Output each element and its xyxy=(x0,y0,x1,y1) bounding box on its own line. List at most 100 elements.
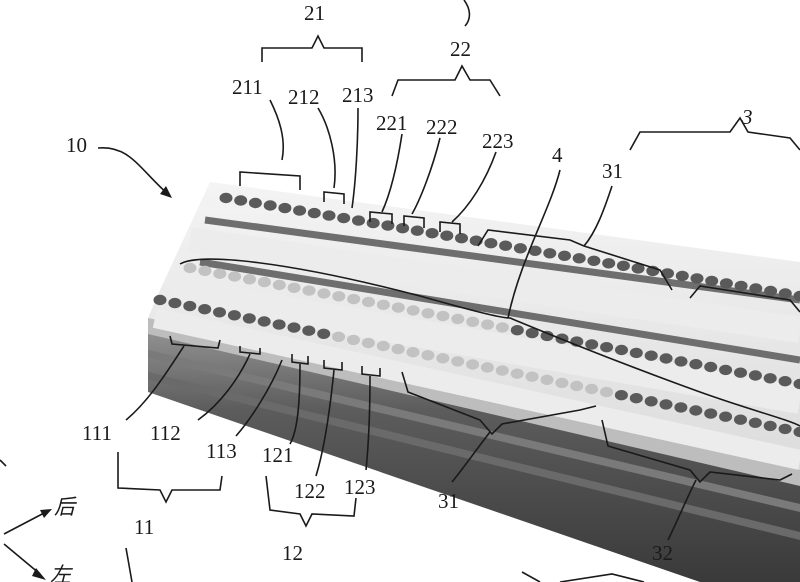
dot-row-c xyxy=(213,307,226,318)
dot-row-c xyxy=(421,350,435,361)
brace-bottom-right xyxy=(559,573,645,582)
bracket-212 xyxy=(323,191,345,204)
bracket-122 xyxy=(323,360,343,371)
leader-4 xyxy=(507,169,561,319)
dot-row-c xyxy=(466,359,480,370)
dot-row-a xyxy=(675,270,689,282)
dot-row-c xyxy=(555,377,569,389)
leader-122 xyxy=(315,369,335,477)
dot-row-c xyxy=(763,420,777,432)
dot-row-a xyxy=(307,207,321,219)
axis-left-line xyxy=(3,543,41,575)
board-front-face xyxy=(148,318,800,582)
dot-row-c xyxy=(525,371,539,382)
dot-row-c xyxy=(570,380,584,392)
dot-row-b xyxy=(406,305,420,316)
label-221: 221 xyxy=(376,111,408,135)
label-12: 12 xyxy=(282,541,303,565)
dot-row-b xyxy=(257,276,271,288)
dot-row-b xyxy=(347,293,361,305)
dot-row-c xyxy=(600,386,613,398)
dot-row-b xyxy=(481,319,495,330)
board-band-2 xyxy=(148,372,800,540)
dot-row-c xyxy=(257,316,271,327)
dot-row-b xyxy=(644,350,658,361)
dot-row-c xyxy=(317,328,331,339)
label-121: 121 xyxy=(262,443,294,467)
dot-row-b xyxy=(719,364,733,376)
bracket-223 xyxy=(439,221,461,234)
dot-row-b xyxy=(615,344,628,356)
dot-row-c xyxy=(242,313,256,324)
dot-row-a xyxy=(764,285,778,297)
dot-row-a xyxy=(381,220,395,231)
leader-211 xyxy=(269,99,285,161)
brace-32 xyxy=(601,419,793,484)
dot-row-a xyxy=(587,255,601,266)
axis-label-left: 左 xyxy=(50,563,73,582)
dot-row-a xyxy=(572,253,586,264)
dot-row-b xyxy=(674,356,688,367)
dot-row-b xyxy=(466,316,480,327)
labels: 10 21 211 212 213 22 221 222 223 3 31 4 … xyxy=(50,1,753,582)
dot-row-c xyxy=(302,325,316,336)
dot-row-c xyxy=(719,411,733,422)
dot-row-a xyxy=(293,205,307,216)
dot-row-a xyxy=(248,197,262,209)
leader-223 xyxy=(451,151,497,223)
dot-row-b xyxy=(272,279,286,291)
dot-row-a xyxy=(352,215,365,226)
dot-row-b xyxy=(287,282,301,293)
dot-row-a xyxy=(396,223,410,234)
dot-row-a xyxy=(278,202,292,214)
leader-32 xyxy=(667,479,697,541)
dot-row-a xyxy=(440,230,454,241)
dot-row-a xyxy=(337,212,351,224)
dot-row-a xyxy=(749,283,763,294)
dot-row-a xyxy=(484,238,498,249)
label-10: 10 xyxy=(66,133,87,157)
bracket-123 xyxy=(361,366,381,377)
dot-row-b xyxy=(659,353,673,364)
label-222: 222 xyxy=(426,115,458,139)
leader-213 xyxy=(351,107,359,209)
label-32: 32 xyxy=(652,541,673,565)
bracket-222 xyxy=(403,215,425,228)
dot-row-c xyxy=(734,414,747,425)
brace-21 xyxy=(261,34,363,62)
label-211: 211 xyxy=(232,75,263,99)
dot-row-c xyxy=(227,310,241,321)
dot-row-a xyxy=(705,275,719,287)
label-4: 4 xyxy=(552,143,563,167)
dot-row-b xyxy=(451,313,465,325)
brace-bottom-left xyxy=(125,547,133,582)
label-22: 22 xyxy=(450,37,471,61)
dot-row-b xyxy=(600,342,614,353)
bracket-112 xyxy=(239,346,261,355)
bar-mid-dark xyxy=(199,258,800,364)
dot-row-c xyxy=(510,368,524,379)
axis-back-arrowhead xyxy=(40,509,52,518)
dot-row-c xyxy=(406,347,420,358)
arrowhead-10 xyxy=(160,186,172,198)
dot-row-b xyxy=(748,370,762,381)
dot-row-a xyxy=(425,228,439,239)
brace-3 xyxy=(629,116,800,151)
brace-11 xyxy=(117,452,223,504)
dot-row-a xyxy=(602,258,616,269)
brace-12 xyxy=(265,475,357,528)
dot-row-b xyxy=(302,285,316,296)
dot-row-a xyxy=(513,243,527,254)
label-213: 213 xyxy=(342,83,374,107)
dot-row-a xyxy=(631,263,645,274)
dot-row-b xyxy=(793,378,800,390)
dot-row-b xyxy=(495,322,509,333)
leader-222 xyxy=(411,137,441,215)
brace-22 xyxy=(391,64,501,97)
strip-bottom-light xyxy=(152,308,800,470)
label-212: 212 xyxy=(288,85,320,109)
dot-row-c xyxy=(495,365,509,376)
dot-row-b xyxy=(376,299,390,310)
